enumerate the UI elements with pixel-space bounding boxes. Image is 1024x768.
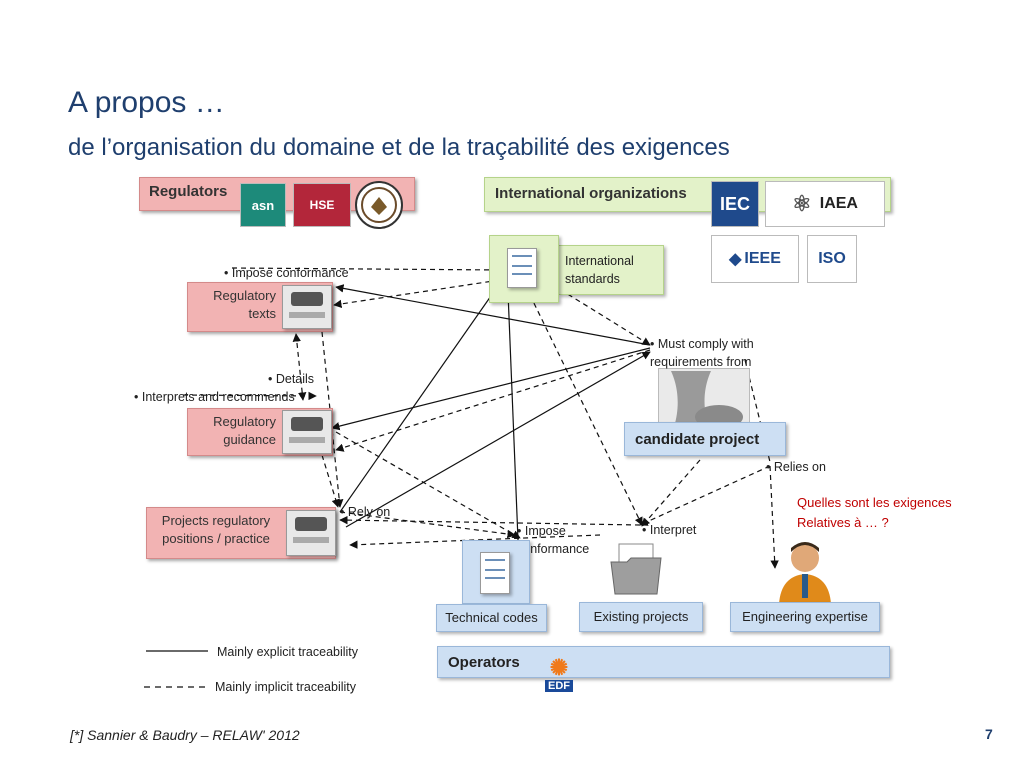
- page-title: A propos …: [68, 86, 225, 119]
- engineering-expertise-box: Engineering expertise: [730, 602, 880, 632]
- technical-codes-box: Technical codes: [436, 604, 547, 632]
- relation-interprets: • Interprets and recommends: [134, 390, 295, 404]
- regulatory-texts-book-icon: [282, 285, 332, 329]
- iec-logo: IEC: [711, 181, 759, 227]
- relation-interpret: • Interpret: [642, 523, 697, 537]
- edge-candidate-to-guidance: [331, 347, 651, 431]
- edge-positions-to-codes: [339, 511, 516, 539]
- projects-positions-label: Projects regulatory positions / practice: [161, 513, 271, 546]
- regulatory-guidance-book-icon: [282, 410, 332, 454]
- existing-projects-label: Existing projects: [593, 609, 689, 624]
- international-label: International organizations: [495, 185, 687, 202]
- iso-logo: ISO: [807, 235, 857, 283]
- edge-guidance-to-positions: [321, 454, 340, 508]
- operators-label: Operators: [448, 654, 520, 671]
- asn-logo: asn: [240, 183, 286, 227]
- engineering-expertise-label: Engineering expertise: [742, 609, 868, 624]
- legend-lines: [144, 650, 208, 688]
- edge-positions-to-candidate: [345, 351, 651, 528]
- regulatory-guidance-label: Regulatory guidance: [213, 414, 276, 447]
- edge-positions-to-standards: [339, 282, 501, 513]
- projects-positions-book-icon: [286, 510, 336, 556]
- relation-impose-conformance-top: • Impose conformance: [224, 266, 349, 280]
- edge-relies-on-left: [639, 465, 771, 526]
- edge-relies-on-down: [769, 465, 779, 569]
- candidate-project-label: candidate project: [635, 431, 760, 448]
- edge-interprets: [182, 391, 317, 401]
- legend-explicit-label: Mainly explicit traceability: [217, 645, 359, 659]
- international-standards-box: International standards: [558, 245, 664, 295]
- edge-standards-to-existing: [529, 294, 643, 526]
- cooling-tower-icon: [671, 371, 743, 429]
- page-number: 7: [985, 726, 993, 742]
- technical-codes-document-icon: [480, 552, 510, 594]
- relation-details: • Details: [268, 372, 315, 386]
- candidate-project-image: [658, 368, 750, 429]
- relation-impose-conformance-bottom: • Impose conformance: [517, 524, 590, 556]
- edge-expertise-to-candidate: [641, 459, 701, 527]
- footer-reference: [*] Sannier & Baudry – RELAW' 2012: [70, 727, 300, 743]
- atom-icon: ⚛: [792, 191, 812, 216]
- diamond-icon: ◆: [729, 251, 742, 268]
- question-line-2: Relatives à … ?: [797, 515, 889, 530]
- hse-logo: HSE: [293, 183, 351, 227]
- international-standards-label: International standards: [565, 254, 634, 286]
- existing-projects-box: Existing projects: [579, 602, 703, 632]
- technical-codes-label: Technical codes: [445, 610, 538, 625]
- iaea-logo: ⚛ IAEA: [765, 181, 885, 227]
- edf-logo: ✺ EDF: [540, 650, 578, 698]
- standards-document-icon: [507, 248, 537, 288]
- edf-sun-icon: ✺: [549, 655, 569, 680]
- seal-icon: [361, 187, 397, 223]
- legend-implicit-label: Mainly implicit traceability: [215, 680, 357, 694]
- us-seal-logo: [355, 181, 403, 229]
- regulatory-texts-label: Regulatory texts: [213, 288, 276, 321]
- edge-candidate-to-guidance-dashed: [335, 349, 651, 452]
- question-line-1: Quelles sont les exigences: [797, 495, 952, 510]
- relation-relies-on: • Relies on: [766, 460, 826, 474]
- existing-projects-folder-icon: [607, 540, 665, 598]
- relation-must-comply: • Must comply with requirements from: [650, 337, 754, 369]
- regulators-label: Regulators: [149, 183, 228, 200]
- edge-regtexts-to-positions: [321, 331, 344, 508]
- edge-codes-to-standards: [504, 291, 519, 541]
- operators-box: Operators: [437, 646, 890, 678]
- edge-impose-conformance-top: [231, 265, 504, 275]
- engineering-expertise-person-icon: [777, 538, 833, 604]
- candidate-project-box: candidate project: [624, 422, 786, 456]
- ieee-logo: ◆ IEEE: [711, 235, 799, 283]
- page-subtitle: de l’organisation du domaine et de la tr…: [68, 134, 730, 161]
- edge-details: [292, 333, 307, 401]
- edge-codes-to-positions: [349, 534, 601, 549]
- question-text: Quelles sont les exigences Relatives à ……: [797, 493, 952, 533]
- relation-rely-on: • Rely on: [340, 505, 391, 519]
- edge-regtexts-to-standards-lower: [333, 279, 501, 309]
